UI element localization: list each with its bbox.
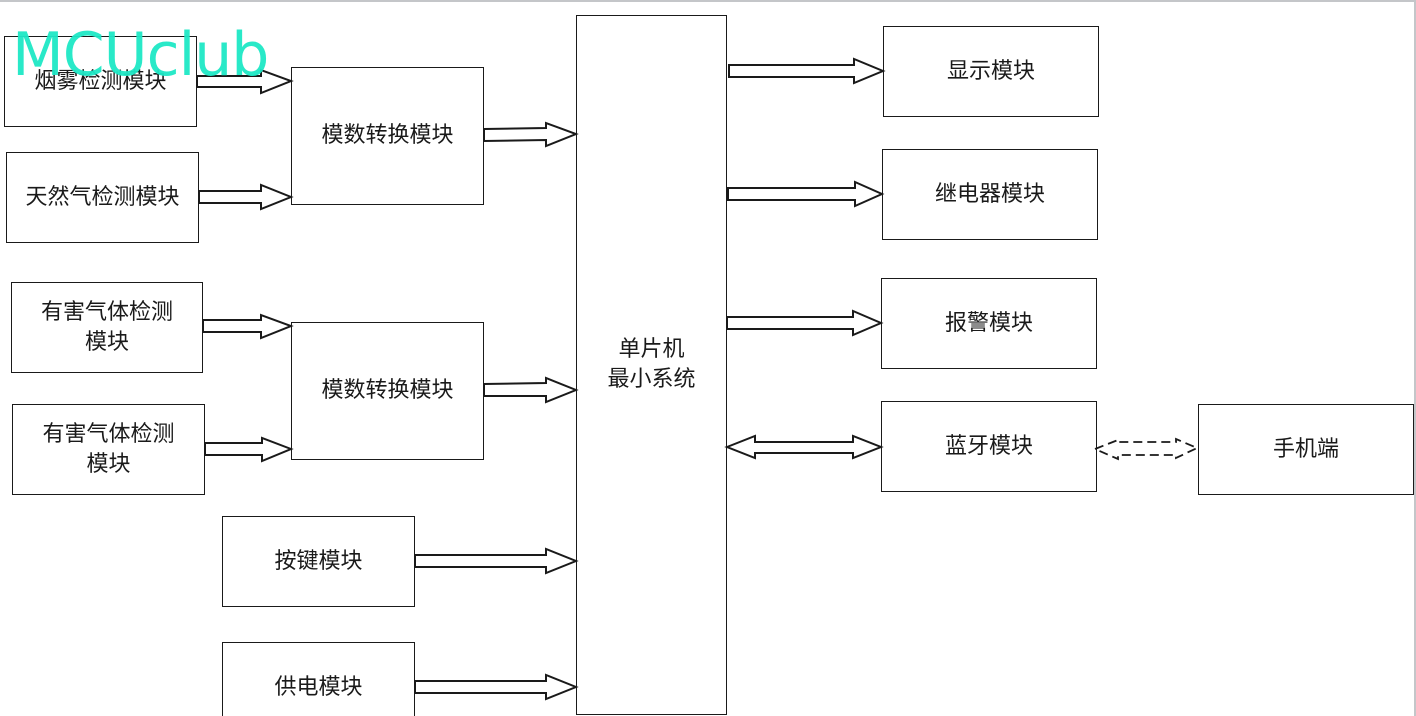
block-mcu-minimum-system: 单片机 最小系统 (576, 15, 727, 715)
arrow-mcu-bluetooth-bidirectional (724, 434, 884, 460)
arrow-adc-1-to-mcu (483, 121, 579, 148)
arrow-mcu-to-alarm (726, 309, 884, 337)
arrow-adc-2-to-mcu (483, 376, 579, 404)
arrow-keys-to-mcu (414, 547, 579, 575)
arrow-harmful-gas-2-to-adc-2 (204, 436, 294, 463)
block-bluetooth: 蓝牙模块 (881, 401, 1097, 492)
block-natural-gas-detection: 天然气检测模块 (6, 152, 199, 243)
watermark-logo: MCUclub (12, 20, 269, 90)
arrow-natural-gas-to-adc-1 (198, 183, 294, 211)
block-adc-1: 模数转换模块 (291, 67, 484, 205)
arrow-power-to-mcu (414, 673, 579, 701)
arrow-mcu-to-display (728, 57, 886, 85)
block-adc-2: 模数转换模块 (291, 322, 484, 460)
block-harmful-gas-detection-2: 有害气体检测 模块 (12, 404, 205, 495)
block-power: 供电模块 (222, 642, 415, 716)
block-phone: 手机端 (1198, 404, 1414, 495)
block-alarm: 报警模块 (881, 278, 1097, 369)
block-display: 显示模块 (883, 26, 1099, 117)
block-harmful-gas-detection-1: 有害气体检测 模块 (11, 282, 203, 373)
block-relay: 继电器模块 (882, 149, 1098, 240)
arrow-harmful-gas-1-to-adc-2 (202, 313, 294, 340)
block-keys: 按键模块 (222, 516, 415, 607)
block-smoke-detection: 烟雾检测模块 (4, 36, 197, 127)
page-edge (1414, 2, 1416, 716)
arrow-mcu-to-relay (727, 180, 885, 208)
arrow-bluetooth-phone-dashed (1092, 437, 1200, 461)
